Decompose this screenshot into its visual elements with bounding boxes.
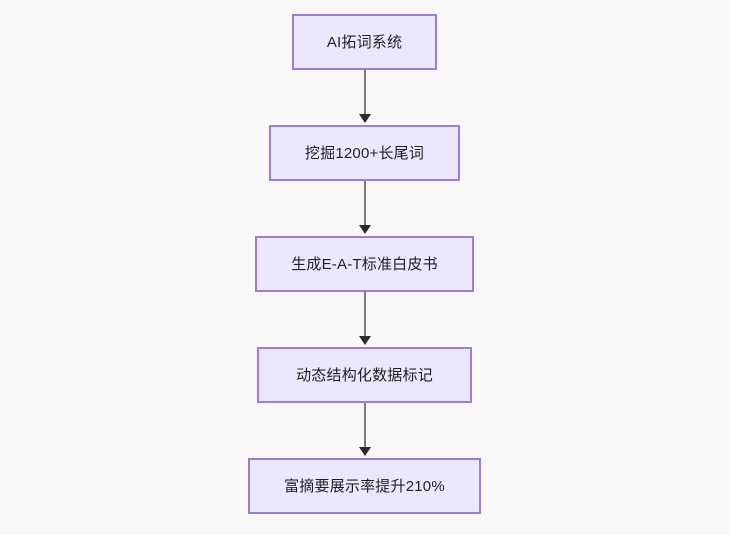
arrow-head-icon: [358, 447, 371, 456]
arrow-head-icon: [358, 336, 371, 345]
flow-arrow-1-to-2: [355, 70, 375, 125]
flow-node-dynamic-structured-data-markup[interactable]: 动态结构化数据标记: [257, 347, 472, 403]
arrow-line: [363, 181, 366, 226]
flow-node-generate-eat-whitepaper[interactable]: 生成E-A-T标准白皮书: [255, 236, 474, 292]
flow-node-label: 生成E-A-T标准白皮书: [291, 255, 438, 273]
flow-node-ai-keyword-system[interactable]: AI拓词系统: [292, 14, 437, 70]
flow-node-label: 富摘要展示率提升210%: [284, 477, 445, 495]
flow-node-label: AI拓词系统: [326, 33, 403, 51]
flow-arrow-3-to-4: [355, 292, 375, 347]
arrow-line: [363, 292, 366, 337]
flow-node-label: 挖掘1200+长尾词: [304, 144, 425, 162]
flow-node-mine-longtail-keywords[interactable]: 挖掘1200+长尾词: [269, 125, 460, 181]
arrow-line: [363, 70, 366, 115]
flow-arrow-4-to-5: [355, 403, 375, 458]
flow-node-label: 动态结构化数据标记: [296, 366, 433, 384]
arrow-head-icon: [358, 225, 371, 234]
flow-node-rich-snippet-rate-increase[interactable]: 富摘要展示率提升210%: [248, 458, 481, 514]
arrow-line: [363, 403, 366, 448]
arrow-head-icon: [358, 114, 371, 123]
flow-arrow-2-to-3: [355, 181, 375, 236]
